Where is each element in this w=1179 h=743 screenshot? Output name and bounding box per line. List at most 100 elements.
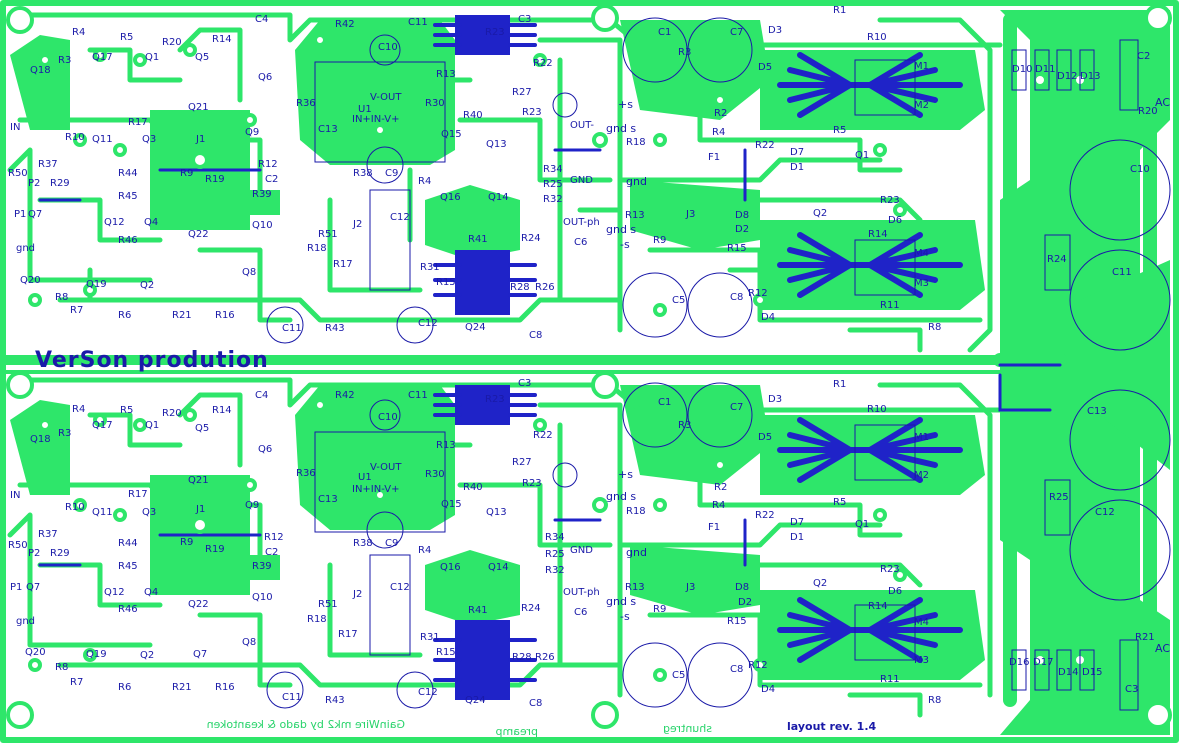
svg-text:gnd s: gnd s <box>606 223 636 236</box>
svg-text:R8: R8 <box>928 322 941 333</box>
svg-text:R5: R5 <box>120 405 133 416</box>
svg-text:C4: C4 <box>255 14 268 25</box>
svg-text:GND: GND <box>570 545 593 556</box>
svg-text:P2: P2 <box>28 178 40 189</box>
svg-text:R44: R44 <box>118 538 138 549</box>
svg-text:Q21: Q21 <box>188 102 209 113</box>
svg-text:R17: R17 <box>128 489 148 500</box>
svg-text:D3: D3 <box>768 394 782 405</box>
mosfet-heatsink-m3m4-upper <box>777 232 963 298</box>
svg-text:M1: M1 <box>914 432 929 443</box>
svg-text:gnd s: gnd s <box>606 122 636 135</box>
svg-text:Q12: Q12 <box>104 587 125 598</box>
ac-label-lower: AC <box>1155 642 1170 655</box>
svg-text:R23: R23 <box>522 478 542 489</box>
svg-text:M3: M3 <box>914 655 929 666</box>
svg-text:C2: C2 <box>1137 51 1150 62</box>
svg-text:Q21: Q21 <box>188 475 209 486</box>
svg-text:R3: R3 <box>678 47 691 58</box>
svg-text:R3: R3 <box>58 55 71 66</box>
svg-text:Q15: Q15 <box>441 129 462 140</box>
svg-text:OUT-ph: OUT-ph <box>563 587 600 598</box>
svg-text:IN: IN <box>10 490 20 501</box>
svg-text:C3: C3 <box>518 14 531 25</box>
svg-text:R36: R36 <box>296 468 316 479</box>
svg-text:D16: D16 <box>1009 657 1029 668</box>
svg-text:D13: D13 <box>1080 71 1100 82</box>
svg-text:R11: R11 <box>880 300 900 311</box>
svg-text:R23: R23 <box>880 195 900 206</box>
svg-text:C2: C2 <box>265 174 278 185</box>
svg-text:Q19: Q19 <box>86 279 107 290</box>
svg-text:R4: R4 <box>72 27 85 38</box>
svg-text:R9: R9 <box>180 168 193 179</box>
svg-text:R15: R15 <box>436 647 456 658</box>
svg-text:D11: D11 <box>1035 64 1055 75</box>
svg-text:R19: R19 <box>205 174 225 185</box>
svg-text:R16: R16 <box>215 682 235 693</box>
svg-text:C9: C9 <box>385 168 398 179</box>
svg-text:R2: R2 <box>714 482 727 493</box>
svg-text:gnd s: gnd s <box>606 595 636 608</box>
svg-text:D8: D8 <box>735 582 749 593</box>
svg-text:R2: R2 <box>714 108 727 119</box>
svg-text:C8: C8 <box>529 698 542 709</box>
heatsink-q24-lower <box>433 620 537 700</box>
svg-text:F1: F1 <box>708 522 720 533</box>
svg-text:M4: M4 <box>914 248 929 259</box>
svg-text:R46: R46 <box>118 604 138 615</box>
svg-text:D5: D5 <box>758 62 772 73</box>
svg-text:C11: C11 <box>408 390 428 401</box>
svg-text:R21: R21 <box>172 310 192 321</box>
svg-text:R43: R43 <box>325 323 345 334</box>
upper-amp-pour <box>10 35 280 230</box>
svg-text:M2: M2 <box>914 100 929 111</box>
svg-text:Q22: Q22 <box>188 599 209 610</box>
svg-text:Q18: Q18 <box>30 65 51 76</box>
svg-text:C1: C1 <box>658 397 671 408</box>
svg-text:R34: R34 <box>543 164 563 175</box>
svg-text:IN: IN <box>10 122 20 133</box>
svg-text:R9: R9 <box>653 604 666 615</box>
mosfet-heatsink-m1m2-lower <box>777 417 963 483</box>
svg-text:R28: R28 <box>512 652 532 663</box>
svg-text:gnd: gnd <box>626 175 647 188</box>
svg-text:C10: C10 <box>378 412 398 423</box>
svg-text:C10: C10 <box>378 42 398 53</box>
svg-text:Q5: Q5 <box>195 52 209 63</box>
svg-text:R14: R14 <box>868 601 888 612</box>
svg-text:C8: C8 <box>730 292 743 303</box>
svg-text:Q20: Q20 <box>20 275 41 286</box>
svg-text:R4: R4 <box>712 127 725 138</box>
svg-text:R12: R12 <box>258 159 278 170</box>
svg-text:IN+IN-V+: IN+IN-V+ <box>352 114 399 125</box>
svg-text:R31: R31 <box>420 262 440 273</box>
svg-text:R16: R16 <box>215 310 235 321</box>
svg-text:R7: R7 <box>70 677 83 688</box>
svg-text:C6: C6 <box>574 237 587 248</box>
svg-text:M3: M3 <box>914 278 929 289</box>
svg-text:C11: C11 <box>408 17 428 28</box>
svg-text:D6: D6 <box>888 215 902 226</box>
svg-text:R15: R15 <box>436 277 456 288</box>
svg-text:R18: R18 <box>307 243 327 254</box>
svg-text:Q24: Q24 <box>465 695 486 706</box>
svg-text:C11: C11 <box>1112 267 1132 278</box>
svg-text:R14: R14 <box>868 229 888 240</box>
svg-text:Q1: Q1 <box>855 519 869 530</box>
svg-text:R37: R37 <box>38 159 58 170</box>
svg-text:R6: R6 <box>118 310 131 321</box>
svg-text:R4: R4 <box>712 500 725 511</box>
svg-text:Q2: Q2 <box>813 208 827 219</box>
svg-text:R38: R38 <box>353 168 373 179</box>
svg-text:D2: D2 <box>738 597 752 608</box>
psu-rails <box>993 13 1157 707</box>
svg-text:R24: R24 <box>1047 254 1067 265</box>
svg-text:R51: R51 <box>318 599 338 610</box>
svg-text:R21: R21 <box>1135 632 1155 643</box>
svg-text:R6: R6 <box>118 682 131 693</box>
svg-text:D8: D8 <box>735 210 749 221</box>
svg-text:R4: R4 <box>418 545 431 556</box>
svg-text:D5: D5 <box>758 432 772 443</box>
svg-text:C1: C1 <box>658 27 671 38</box>
